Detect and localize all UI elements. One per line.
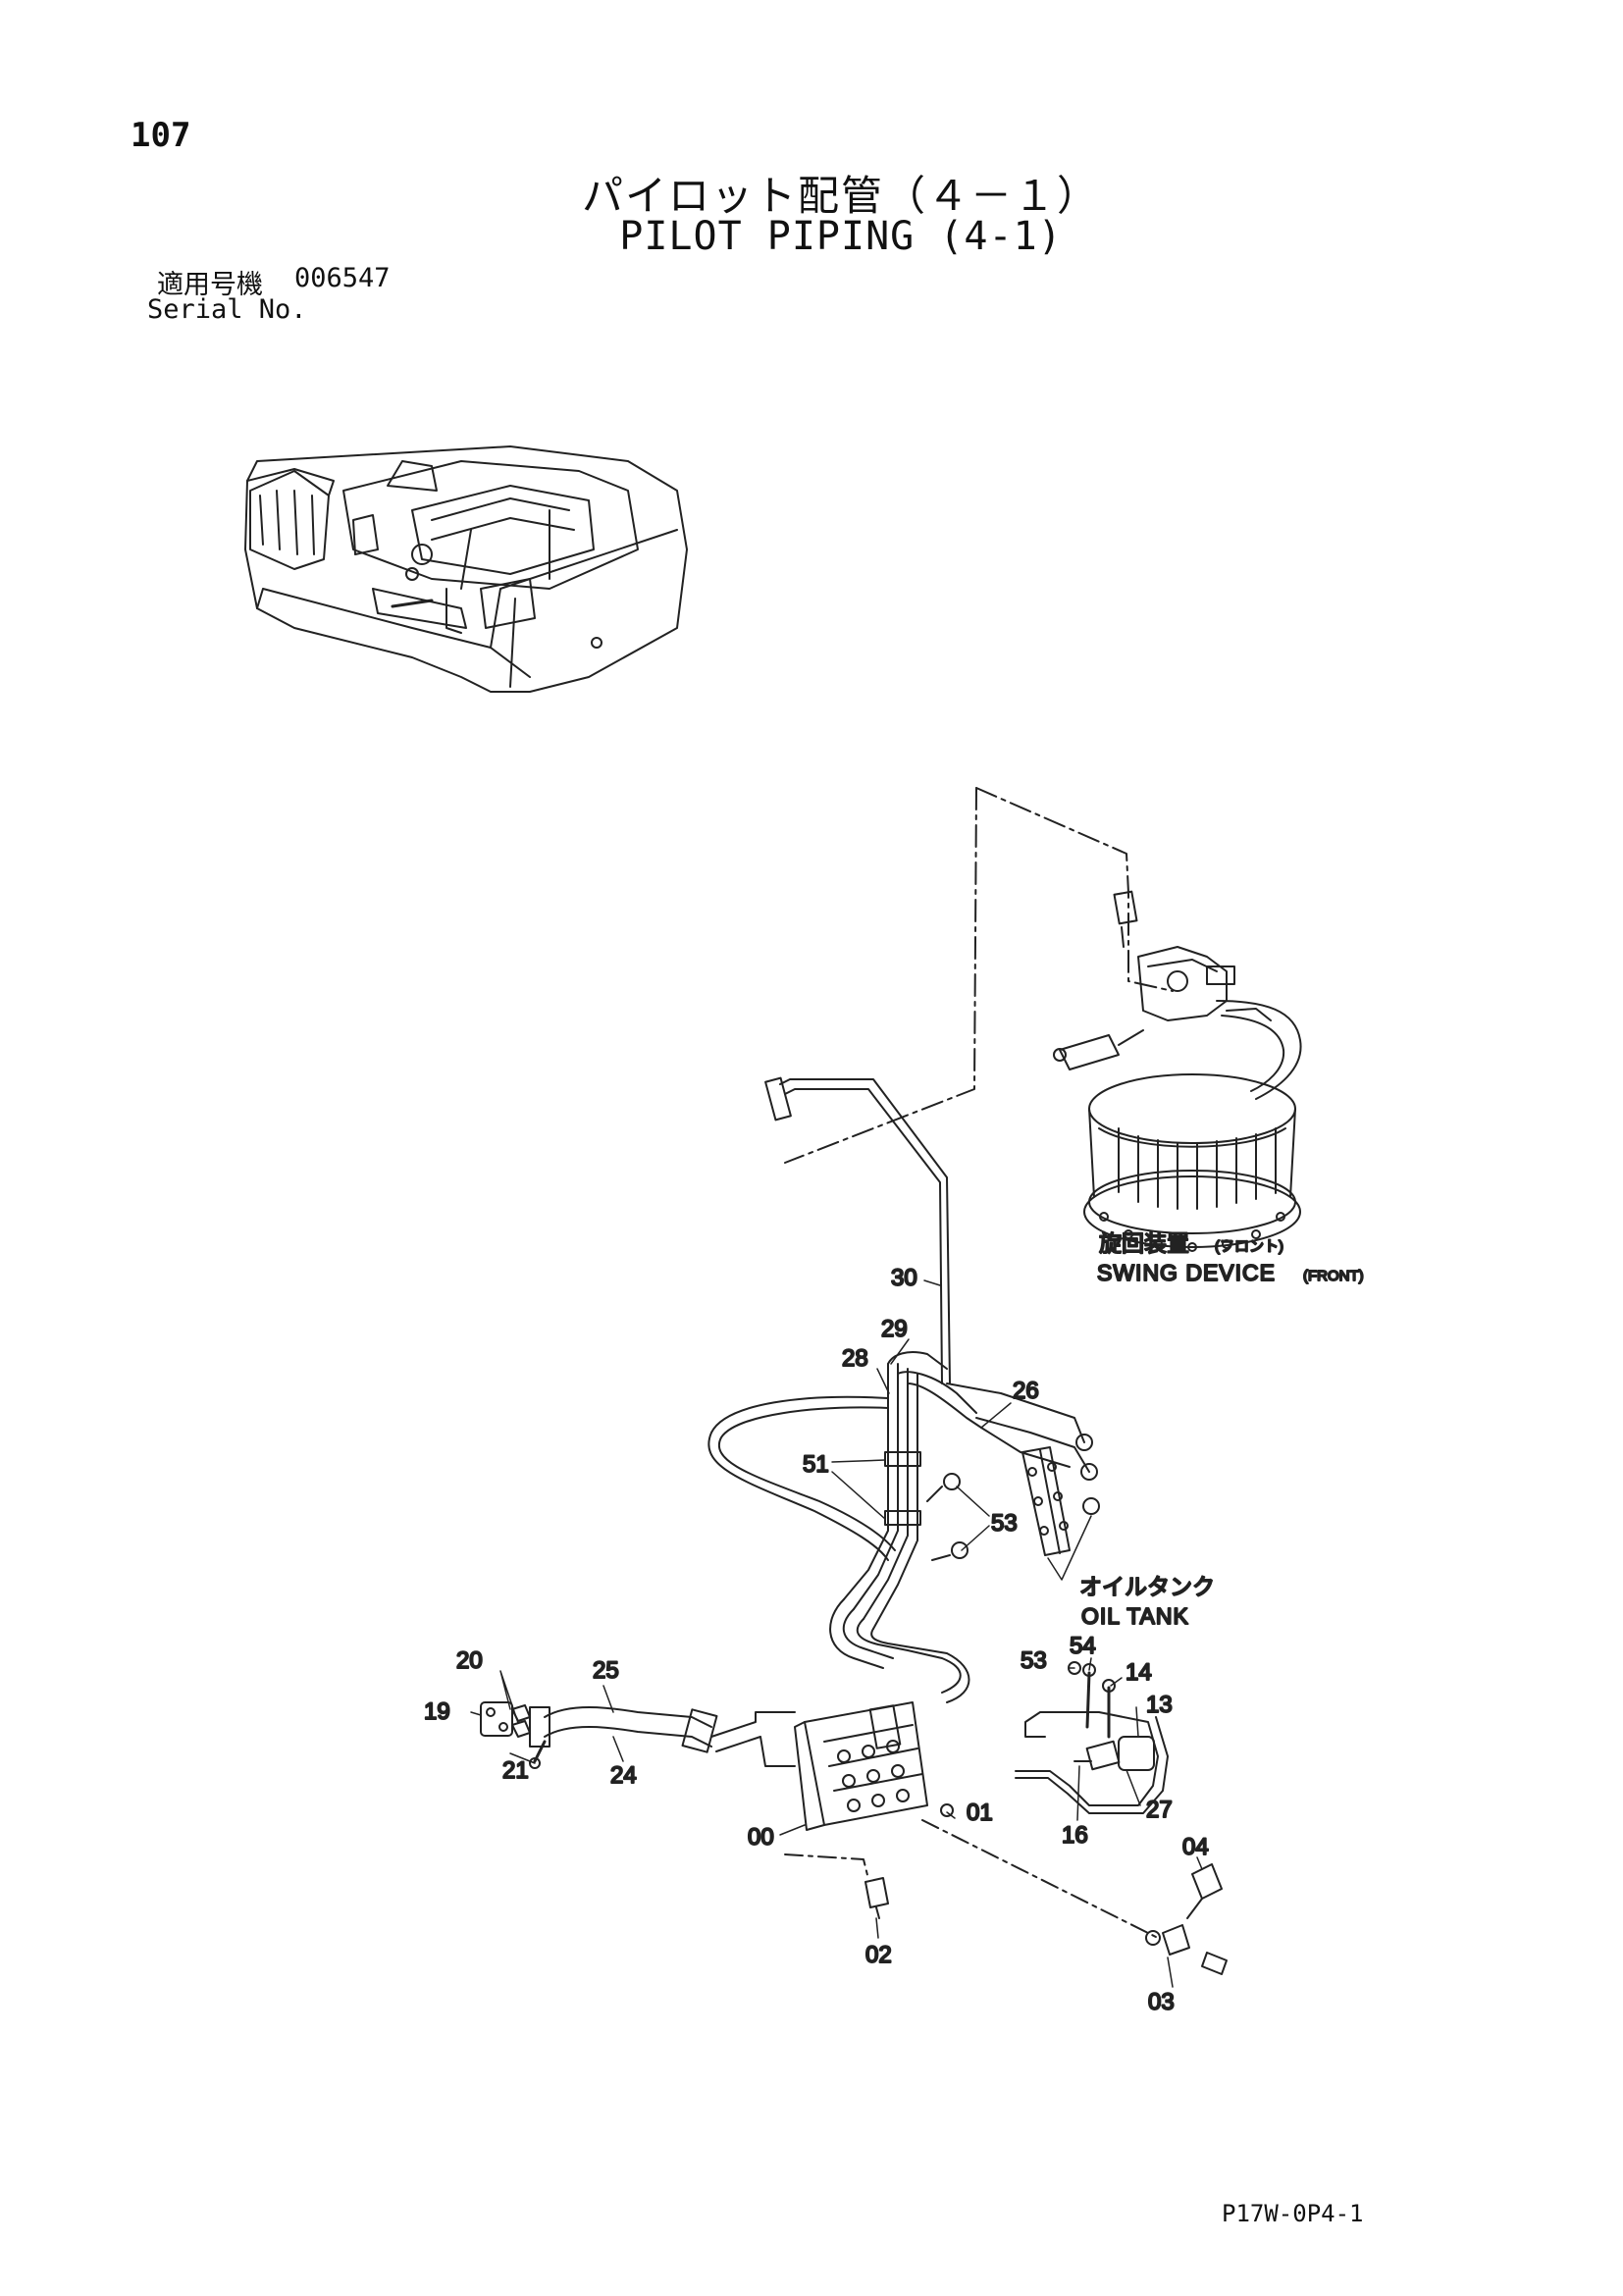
part-label-28: 28 <box>842 1345 868 1372</box>
swing-device-caption-en-sub: (FRONT) <box>1303 1268 1364 1284</box>
page-title-jp: パイロット配管（４－１） <box>581 172 1100 220</box>
part-label-30: 30 <box>891 1265 917 1291</box>
oil-tank-caption-en: OIL TANK <box>1081 1603 1189 1629</box>
drawing-code: P17W-0P4-1 <box>1222 2200 1364 2227</box>
swing-device-caption-jp: 旋回装置 <box>1099 1231 1189 1257</box>
oil-tank-caption-jp: オイルタンク <box>1079 1575 1215 1600</box>
part-label-27: 27 <box>1146 1797 1173 1823</box>
part-label-14: 14 <box>1126 1659 1152 1686</box>
part-label-04: 04 <box>1182 1834 1209 1860</box>
part-label-02: 02 <box>865 1942 892 1968</box>
serial-number: 006547 <box>294 263 391 293</box>
part-label-00: 00 <box>748 1824 774 1851</box>
part-label-29: 29 <box>881 1316 908 1342</box>
part-label-53-upper: 53 <box>991 1510 1018 1537</box>
page-number: 107 <box>131 116 191 155</box>
part-label-25: 25 <box>593 1657 619 1684</box>
leader-lines <box>470 1279 1203 1988</box>
part-label-54: 54 <box>1070 1633 1096 1659</box>
part-label-20: 20 <box>456 1647 483 1674</box>
serial-label-jp: 適用号機 <box>157 270 263 300</box>
pilot-pipes <box>480 1076 1169 1814</box>
part-label-03: 03 <box>1148 1989 1175 2015</box>
part-label-13: 13 <box>1146 1692 1173 1718</box>
part-label-19: 19 <box>424 1698 450 1725</box>
part-label-24: 24 <box>610 1762 637 1789</box>
part-label-26: 26 <box>1013 1378 1039 1404</box>
oil-tank-plate <box>926 1434 1100 1561</box>
page-title-en: PILOT PIPING (4-1) <box>619 214 1063 259</box>
part-label-53-lower: 53 <box>1021 1647 1047 1674</box>
swing-device-caption-en: SWING DEVICE <box>1097 1260 1276 1285</box>
part-label-21: 21 <box>502 1757 529 1784</box>
excavator-upper-structure-icon <box>244 445 688 693</box>
serial-label-en: Serial No. <box>147 294 307 325</box>
fittings <box>864 1863 1228 1975</box>
part-label-16: 16 <box>1062 1822 1088 1849</box>
pilot-valve-block-icon <box>784 1701 1159 1939</box>
part-label-51: 51 <box>803 1451 829 1478</box>
part-label-01: 01 <box>967 1800 993 1826</box>
swing-device-icon <box>784 787 1302 1252</box>
swing-device-caption-jp-sub: (フロント) <box>1215 1238 1283 1255</box>
